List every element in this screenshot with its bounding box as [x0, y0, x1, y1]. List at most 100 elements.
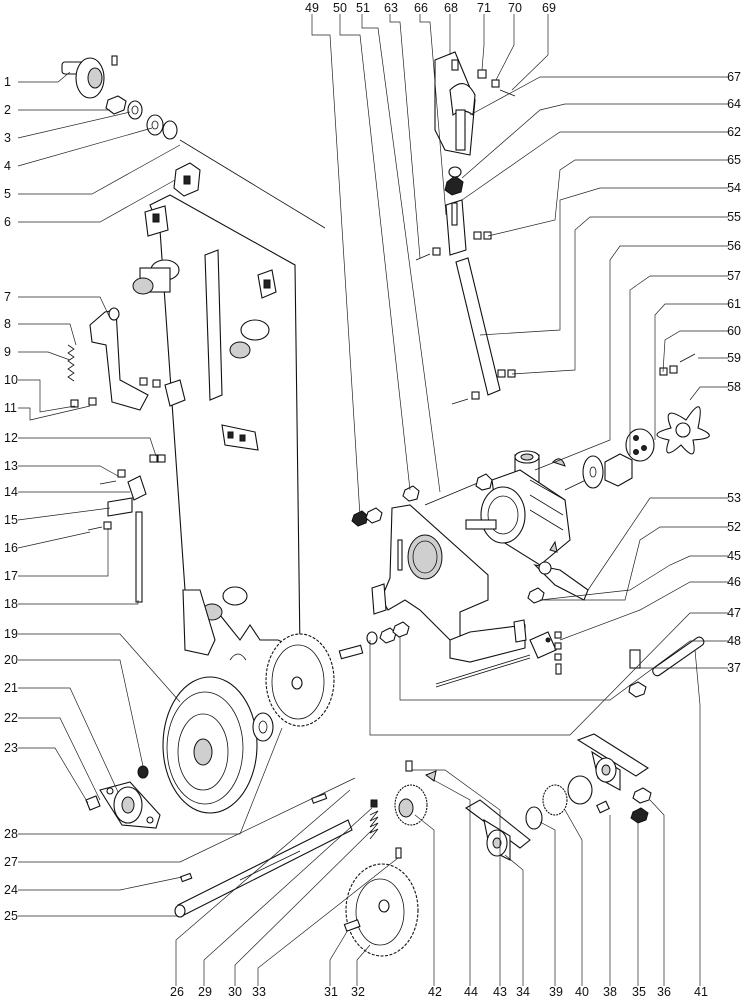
- callout-21: 21: [4, 681, 18, 695]
- callout-28: 28: [4, 827, 18, 841]
- callout-22: 22: [4, 711, 18, 725]
- callout-14: 14: [4, 485, 18, 499]
- callout-42: 42: [428, 985, 442, 999]
- callout-23: 23: [4, 741, 18, 755]
- bearing-block-36: [576, 636, 705, 824]
- callout-60: 60: [727, 324, 741, 338]
- callout-70: 70: [508, 1, 522, 15]
- callout-59: 59: [727, 351, 741, 365]
- callout-55: 55: [727, 210, 741, 224]
- top-bracket: [415, 51, 516, 405]
- callout-69: 69: [542, 1, 556, 15]
- callout-30: 30: [228, 985, 242, 999]
- callout-54: 54: [727, 181, 741, 195]
- callout-64: 64: [727, 97, 741, 111]
- callout-9: 9: [4, 345, 11, 359]
- callouts-right: 67 64 62 65 54 55 56 57 61 60 59 58 53 52 45 46 47 48 37: [727, 70, 741, 675]
- callout-16: 16: [4, 541, 18, 555]
- motor-mount: [371, 504, 527, 663]
- callout-27: 27: [4, 855, 18, 869]
- pulley: [162, 676, 258, 814]
- callout-49: 49: [305, 1, 319, 15]
- callout-40: 40: [575, 985, 589, 999]
- callout-24: 24: [4, 883, 18, 897]
- callout-44: 44: [464, 985, 478, 999]
- callout-25: 25: [4, 909, 18, 923]
- lever-spring: [67, 307, 186, 411]
- linkage: [87, 454, 166, 603]
- callout-63: 63: [384, 1, 398, 15]
- callout-6: 6: [4, 215, 11, 229]
- coupling: [525, 775, 610, 830]
- callout-12: 12: [4, 431, 18, 445]
- callouts-bottom: 26 29 30 33 31 32 42 44 43 34 39 40 38 35 36 41: [170, 985, 708, 999]
- motor-pump: [465, 353, 710, 566]
- callout-4: 4: [4, 159, 11, 173]
- lower-gear-group: [343, 799, 419, 957]
- callout-7: 7: [4, 290, 11, 304]
- callout-11: 11: [4, 401, 17, 415]
- callout-3: 3: [4, 131, 11, 145]
- callout-62: 62: [727, 125, 741, 139]
- callout-32: 32: [351, 985, 365, 999]
- long-rod: [179, 139, 326, 231]
- callout-33: 33: [252, 985, 266, 999]
- spring-rod: [338, 621, 562, 688]
- callout-2: 2: [4, 103, 11, 117]
- callouts-top: 49 50 51 63 66 68 71 70 69: [305, 1, 556, 15]
- callout-43: 43: [493, 985, 507, 999]
- arm-assembly: [527, 561, 589, 604]
- callout-39: 39: [549, 985, 563, 999]
- callout-13: 13: [4, 459, 18, 473]
- callout-68: 68: [444, 1, 458, 15]
- callout-61: 61: [727, 297, 741, 311]
- callout-29: 29: [198, 985, 212, 999]
- hub-assembly: [61, 55, 118, 99]
- callout-65: 65: [727, 153, 741, 167]
- callout-1: 1: [4, 75, 11, 89]
- callout-47: 47: [727, 606, 741, 620]
- callout-31: 31: [324, 985, 338, 999]
- callout-10: 10: [4, 373, 18, 387]
- callout-35: 35: [632, 985, 646, 999]
- callout-71: 71: [477, 1, 491, 15]
- callout-46: 46: [727, 575, 741, 589]
- side-plate: [132, 194, 301, 661]
- leader-lines: [17, 14, 728, 986]
- callout-17: 17: [4, 569, 18, 583]
- callout-37: 37: [727, 661, 741, 675]
- callout-5: 5: [4, 187, 11, 201]
- callout-45: 45: [727, 549, 741, 563]
- callout-15: 15: [4, 513, 18, 527]
- callouts-left: 1234567891011121314151617181920212223282…: [4, 75, 18, 923]
- callout-52: 52: [727, 520, 741, 534]
- small-gear: [394, 760, 437, 826]
- callout-51: 51: [356, 1, 370, 15]
- callout-36: 36: [657, 985, 671, 999]
- callout-57: 57: [727, 269, 741, 283]
- callout-38: 38: [603, 985, 617, 999]
- callout-53: 53: [727, 491, 741, 505]
- callout-58: 58: [727, 380, 741, 394]
- callout-66: 66: [414, 1, 428, 15]
- callout-67: 67: [727, 70, 741, 84]
- callout-20: 20: [4, 653, 18, 667]
- callout-18: 18: [4, 597, 18, 611]
- callout-8: 8: [4, 317, 11, 331]
- callout-34: 34: [516, 985, 530, 999]
- callout-50: 50: [333, 1, 347, 15]
- callout-56: 56: [727, 239, 741, 253]
- main-shaft: [174, 793, 353, 918]
- block-6: [173, 162, 201, 197]
- callout-19: 19: [4, 627, 18, 641]
- gear-upper: [252, 633, 335, 742]
- callout-41: 41: [694, 985, 708, 999]
- long-bolt: [351, 473, 493, 527]
- callout-26: 26: [170, 985, 184, 999]
- nut-washers: [105, 95, 178, 140]
- bearing-block-34: [464, 799, 531, 861]
- callout-48: 48: [727, 634, 741, 648]
- bearing-left: [85, 765, 161, 829]
